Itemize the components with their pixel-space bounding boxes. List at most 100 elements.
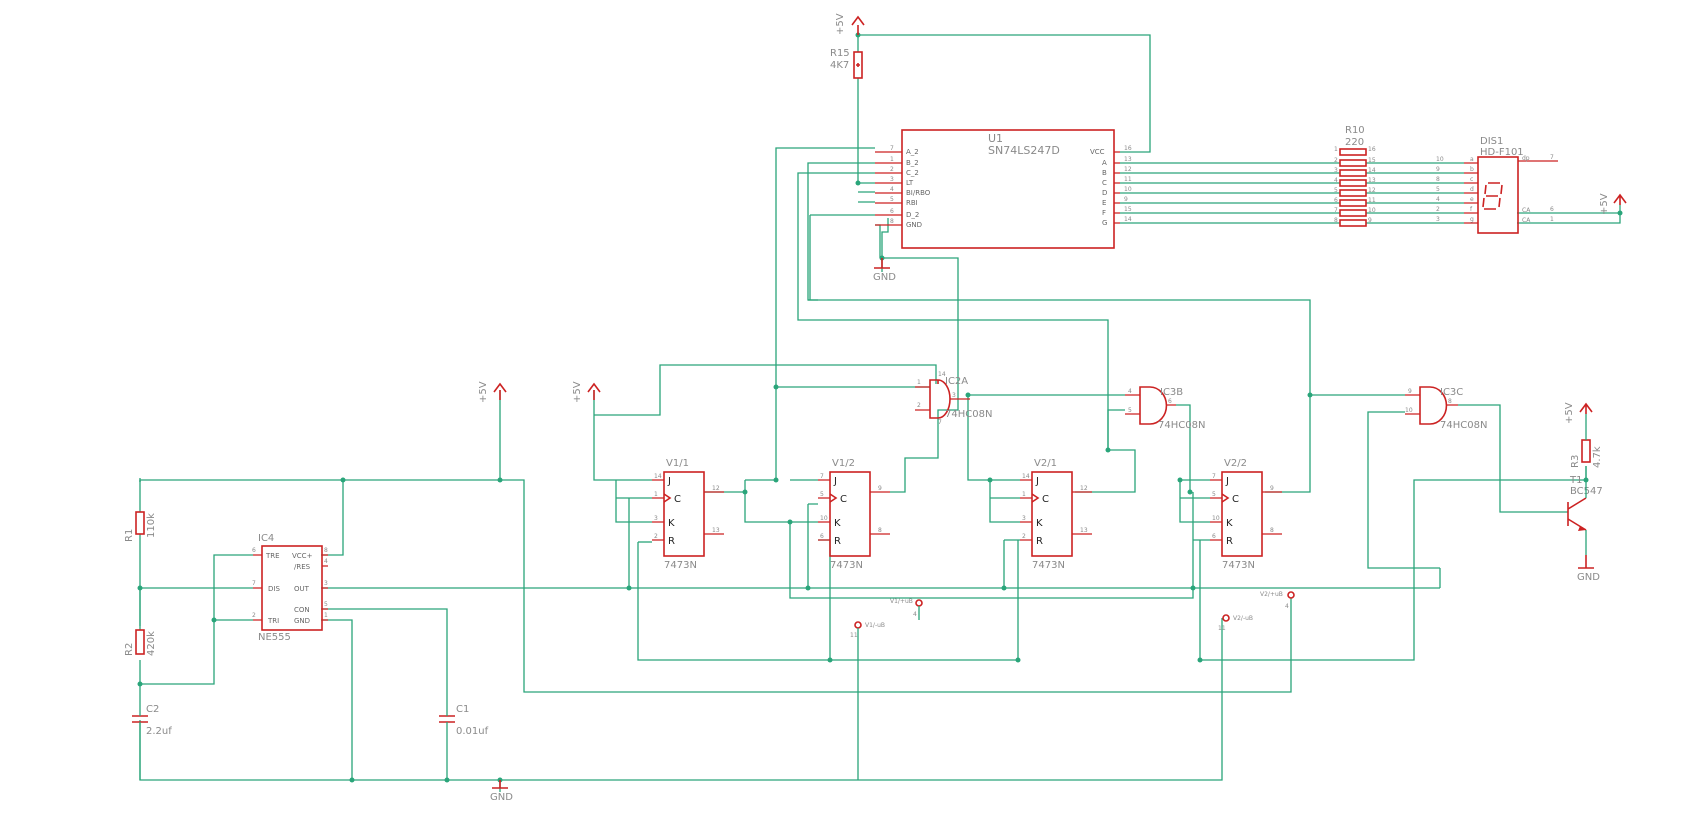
ff-value: 7473N (830, 560, 863, 571)
u1-pin-num: 4 (890, 186, 894, 193)
r2-name: R2 (124, 643, 135, 656)
u1-pin-num: 13 (1124, 156, 1132, 163)
power-pin-label: V2/+uB (1260, 591, 1283, 598)
r10-pin-num: 14 (1368, 167, 1376, 174)
power-pin-v2-minus: V2/-uB 11 (1218, 614, 1253, 632)
resistor-r15: R15 4K7 (830, 48, 863, 79)
r10-value: 220 (1345, 137, 1364, 148)
dis1-pin-num: 1 (1550, 216, 1554, 223)
ff-name: V1/1 (666, 458, 689, 469)
ff-pin-num: 1 (654, 491, 658, 498)
resistor-r2: R2 420k (124, 629, 157, 656)
ff-pin-label: J (1225, 476, 1229, 487)
ff-name: V1/2 (832, 458, 855, 469)
ic-u1-sn74ls247d: U1 SN74LS247D A_2 B_2 C_2 LT BI/RBO RBI … (875, 129, 1132, 249)
ic4-pin-label: /RES (294, 563, 311, 571)
gnd-label: GND (490, 792, 513, 803)
ic3c-pin-num: 9 (1408, 388, 1412, 395)
u1-pin-num: 12 (1124, 166, 1132, 173)
ic4-pin-num: 7 (252, 580, 256, 587)
ic4-pin-num: 3 (324, 580, 328, 587)
ff-pin-num: 9 (1270, 485, 1274, 492)
dis1-pin-num: 3 (1436, 216, 1440, 223)
ff-pin-num: 10 (1212, 515, 1220, 522)
gnd-symbol-main: GND (490, 780, 513, 803)
ff-pin-num: 2 (654, 533, 658, 540)
power-pin-v1-minus: V1/-uB 11 (850, 621, 885, 780)
ff-pin-label: R (668, 536, 675, 547)
u1-pin-label: D_2 (906, 211, 919, 219)
dis1-pin-num: 2 (1436, 206, 1440, 213)
u1-pin-num: 9 (1124, 196, 1128, 203)
supply-label: +5V (572, 381, 583, 403)
ic4-pin-label: TRI (267, 617, 279, 625)
supply-plus5v-display: +5V (1599, 193, 1627, 215)
ic3c-name: IC3C (1440, 387, 1463, 398)
u1-pin-num: 1 (890, 156, 894, 163)
ic4-pin-num: 2 (252, 612, 256, 619)
u1-pin-label: C_2 (906, 169, 919, 177)
r10-pin-num: 4 (1334, 177, 1338, 184)
t1-name: T1 (1569, 475, 1582, 486)
u1-left-pins: A_2 B_2 C_2 LT BI/RBO RBI D_2 GND 7 1 2 … (875, 145, 931, 229)
r15-value: 4K7 (830, 60, 849, 71)
dis1-value: HD-F101 (1480, 147, 1524, 158)
ic2a-value: 74HC08N (945, 409, 992, 420)
r15-name: R15 (830, 48, 850, 59)
r10-pin-num: 7 (1334, 207, 1338, 214)
ff-pin-label: R (1036, 536, 1043, 547)
ff-pin-num: 6 (820, 533, 824, 540)
u1-pin-num: 16 (1124, 145, 1132, 152)
power-pin-num: 11 (850, 632, 858, 639)
ff-name: V2/2 (1224, 458, 1247, 469)
supply-plus5v-555: +5V (478, 381, 507, 403)
ic4-pin-label: DIS (268, 585, 280, 593)
u1-pin-label: B (1102, 169, 1107, 177)
transistor-t1: T1 BC547 (1567, 466, 1603, 555)
u1-pin-label: A (1102, 159, 1107, 167)
power-pin-label: V2/-uB (1233, 615, 1253, 622)
u1-pin-label: LT (906, 179, 914, 187)
u1-pin-num: 10 (1124, 186, 1132, 193)
dis1-pin-label: c (1470, 176, 1473, 183)
dis1-pin-num: 4 (1436, 196, 1440, 203)
ic3b-value: 74HC08N (1158, 420, 1205, 431)
ff-pin-num: 6 (1212, 533, 1216, 540)
ff-pin-num: 3 (654, 515, 658, 522)
r10-pin-num: 11 (1368, 197, 1376, 204)
r10-pin-num: 8 (1334, 217, 1338, 224)
ff-pin-num: 10 (820, 515, 828, 522)
ic2a-pin-num: 3 (952, 392, 956, 399)
r3-name: R3 (1570, 455, 1581, 468)
ic2a-pin-num: 2 (917, 402, 921, 409)
c2-value: 2.2uf (146, 726, 172, 737)
ff-pin-num: 12 (1080, 485, 1088, 492)
ff-pin-num: 5 (1212, 491, 1216, 498)
dis1-pin-label: e (1470, 196, 1474, 203)
ff-value: 7473N (664, 560, 697, 571)
power-pin-num: 4 (913, 611, 917, 618)
and-gate-ic2a: IC2A 74HC08N 1 2 3 14 7 (915, 371, 992, 426)
ic4-value: NE555 (258, 632, 291, 643)
ic2a-pin-num: 14 (938, 371, 946, 378)
ff-pin-label: C (1232, 494, 1239, 505)
power-pin-v1-plus: V1/+uB 4 (890, 598, 923, 620)
ic4-pin-label: VCC+ (292, 552, 313, 560)
supply-label: +5V (1564, 402, 1575, 424)
ff-pin-num: 14 (1022, 473, 1030, 480)
r10-pin-num: 13 (1368, 177, 1376, 184)
capacitor-c1: C1 0.01uf (439, 704, 489, 737)
ic4-pin-label: CON (294, 606, 310, 614)
r3-value: 4.7k (1592, 446, 1603, 468)
capacitor-c2: C2 2.2uf (132, 690, 172, 780)
ff-name: V2/1 (1034, 458, 1057, 469)
ff-pin-label: J (1035, 476, 1039, 487)
u1-pin-label: GND (906, 221, 922, 229)
supply-label: +5V (478, 381, 489, 403)
ic4-pin-num: 1 (324, 612, 328, 619)
u1-pin-label: RBI (906, 199, 918, 207)
u1-pin-label: C (1102, 179, 1107, 187)
dis1-pin-num: 7 (1550, 154, 1554, 161)
